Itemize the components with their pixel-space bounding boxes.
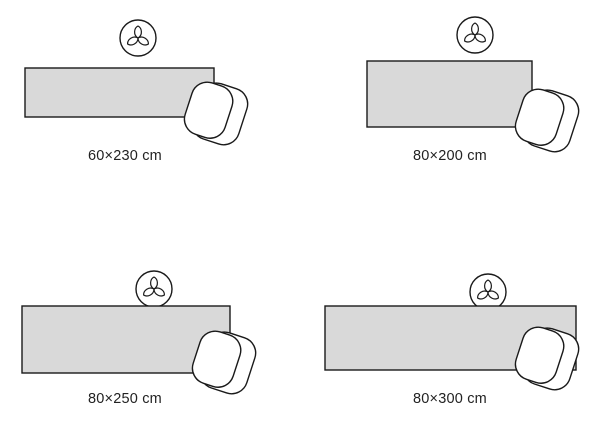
layout-60x230 bbox=[24, 19, 249, 146]
size-label: 60×230 cm bbox=[88, 148, 162, 164]
armchair-icon bbox=[514, 88, 580, 153]
armchair-icon bbox=[514, 326, 580, 391]
size-label: 80×300 cm bbox=[413, 391, 487, 407]
size-label: 80×200 cm bbox=[413, 148, 487, 164]
layout-80x200 bbox=[366, 16, 580, 153]
plant-icon bbox=[456, 16, 494, 54]
armchair-icon bbox=[191, 330, 257, 395]
size-label: 80×250 cm bbox=[88, 391, 162, 407]
plant-icon bbox=[469, 273, 507, 311]
rug-rectangle bbox=[366, 60, 533, 128]
layout-80x250 bbox=[21, 270, 257, 395]
plant-icon bbox=[119, 19, 157, 57]
plant-icon bbox=[135, 270, 173, 308]
armchair-icon bbox=[183, 81, 249, 146]
rug-rectangle bbox=[24, 67, 215, 118]
layout-80x300 bbox=[324, 273, 580, 391]
